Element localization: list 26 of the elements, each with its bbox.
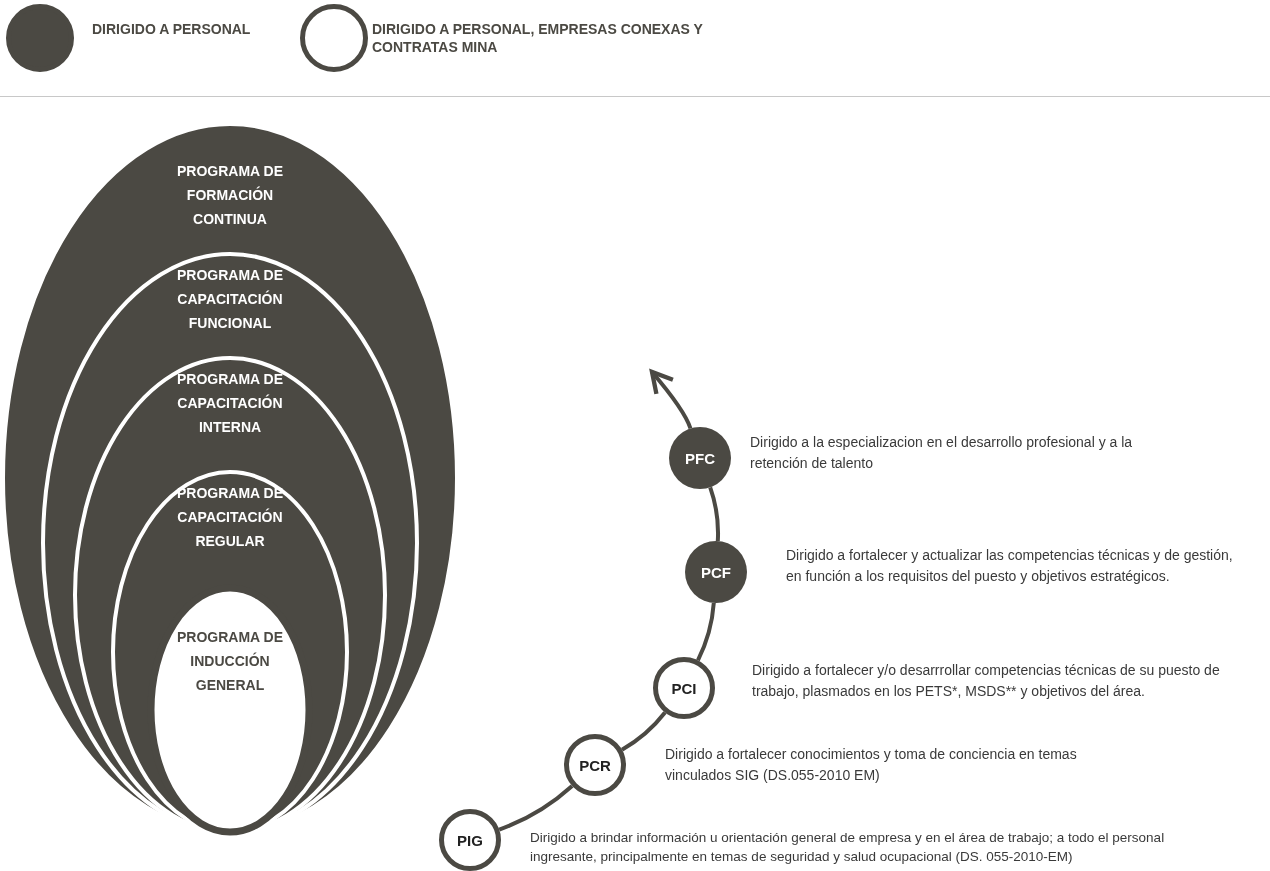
arc-connector [708,486,721,542]
badge-label: PCI [671,679,697,697]
arc-connector [696,602,716,662]
badge-label: PCR [579,756,611,774]
legend-text: DIRIGIDO A PERSONAL, EMPRESAS CONEXAS Y CONTRATAS MINA [372,20,704,56]
nested-circle [72,355,388,835]
arc-connector [498,784,574,832]
badge-label: PIG [457,831,483,849]
description-text: Dirigido a brindar información u orientación general de empresa y en el área de trabajo; a todo el personal ingresante, principalmente en temas de seguridad y salud ocupacional (DS. 055-2010-EM) [530,829,1166,866]
description-text: Dirigido a la especializacion en el desarrollo profesional y a la retención de talento [750,433,1134,473]
circle-title: PROGRAMA DE INDUCCIÓN GENERAL [175,628,284,695]
circle-title: PROGRAMA DE CAPACITACIÓN INTERNA [175,370,284,437]
arc-connector [649,369,693,430]
nested-circle [40,251,420,835]
legend-text: DIRIGIDO A PERSONAL [92,20,252,38]
nested-circle [110,469,350,835]
arc-connector [621,711,667,752]
program-badge [653,657,715,719]
description-text: Dirigido a fortalecer y actualizar las competencias técnicas y de gestión, en función a los requisitos del puesto y objetivos estratégicos. [786,546,1234,586]
circle-title: PROGRAMA DE FORMACIÓN CONTINUA [175,162,284,229]
description-text: Dirigido a fortalecer conocimientos y toma de conciencia en temas vinculados SIG (DS.055-2010 EM) [665,745,1078,785]
badge-label: PFC [685,449,715,467]
description-text: Dirigido a fortalecer y/o desarrrollar competencias técnicas de su puesto de trabajo, plasmados en los PETS*, MSDS** y objetivos del área. [752,661,1221,701]
badge-label: PCF [701,563,731,581]
circle-title: PROGRAMA DE CAPACITACIÓN FUNCIONAL [175,266,284,333]
program-badge [564,734,626,796]
